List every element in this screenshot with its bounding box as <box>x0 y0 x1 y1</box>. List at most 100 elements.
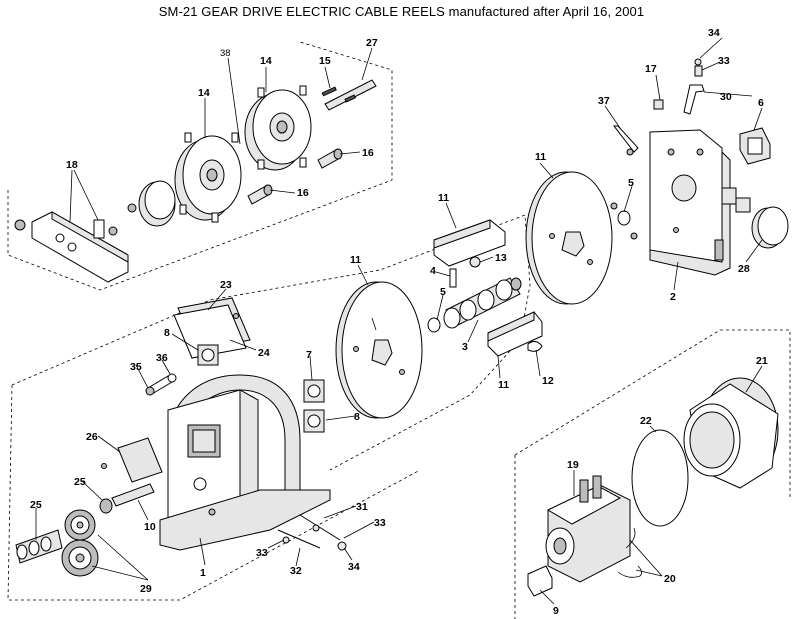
callout-25-lower: 25 <box>30 499 42 511</box>
callout-15: 15 <box>319 55 331 67</box>
part-26-cover <box>101 437 163 483</box>
part-9-bracket <box>527 565 553 597</box>
callout-18: 18 <box>66 159 78 171</box>
diagram-title: SM-21 GEAR DRIVE ELECTRIC CABLE REELS ma… <box>158 4 645 19</box>
callout-11-brush-lower: 11 <box>498 379 509 391</box>
callout-23: 23 <box>220 279 232 291</box>
part-11-disk-right <box>525 171 638 305</box>
callout-26: 26 <box>86 431 98 443</box>
part-4-pin <box>449 268 457 288</box>
part-16-bolt-lower <box>247 184 273 205</box>
part-3-slip-ring-assembly <box>443 277 522 329</box>
part-27-shaft <box>324 79 377 111</box>
callout-5-left: 5 <box>440 286 446 298</box>
callout-12: 12 <box>542 375 554 387</box>
part-30-lever <box>683 84 705 115</box>
part-33-fitting-top <box>694 65 703 77</box>
group-outline-top-left <box>7 41 393 291</box>
callout-31: 31 <box>356 501 368 513</box>
part-32-rod <box>277 529 321 549</box>
callout-11-right-disk: 11 <box>535 151 546 163</box>
callout-30: 30 <box>720 91 732 103</box>
callout-3: 3 <box>462 341 468 353</box>
callout-33-right: 33 <box>374 517 386 529</box>
callout-labels: 18 14 38 14 15 27 16 16 11 11 11 4 13 5 … <box>30 27 768 617</box>
callout-19: 19 <box>567 459 579 471</box>
part-25-bearing-stack <box>15 529 63 564</box>
part-14-flange-left <box>174 132 242 223</box>
part-33-nut-a <box>312 524 320 532</box>
part-24-cover-plate <box>173 304 247 359</box>
part-29-gear-upper <box>64 509 96 541</box>
part-29-gear-lower <box>61 539 99 577</box>
callout-35: 35 <box>130 361 142 373</box>
callout-24: 24 <box>258 347 270 359</box>
part-11-brush-upper <box>433 219 506 267</box>
callout-16-upper: 16 <box>362 147 374 159</box>
part-22-ring <box>631 429 689 527</box>
part-20-clip-a <box>625 527 636 549</box>
part-13-nut <box>469 256 481 268</box>
callout-11-brush-upper: 11 <box>438 192 449 204</box>
callout-14-right: 14 <box>260 55 272 67</box>
part-11-disk-left <box>335 281 423 419</box>
callout-8-left: 8 <box>164 327 170 339</box>
part-34-cap-top <box>694 58 702 66</box>
part-15-pin <box>321 86 357 103</box>
leader-lines <box>35 37 763 605</box>
part-5-ring-left <box>427 317 441 333</box>
callout-34-bottom: 34 <box>348 561 360 573</box>
callout-34-top: 34 <box>708 27 720 39</box>
callout-8-right: 8 <box>354 411 360 423</box>
callout-33-top: 33 <box>718 55 730 67</box>
callout-38: 38 <box>220 48 231 59</box>
part-31-rod <box>299 514 341 541</box>
callout-10: 10 <box>144 521 156 533</box>
callout-14-left: 14 <box>198 87 210 99</box>
callout-21: 21 <box>756 355 768 367</box>
part-8-plate-left <box>197 344 219 366</box>
callout-2: 2 <box>670 291 676 303</box>
part-6-plate <box>739 127 771 165</box>
part-14-hub-small <box>127 180 176 227</box>
part-12-clip <box>527 340 543 352</box>
part-1-main-frame <box>159 374 331 551</box>
part-16-bolt-upper <box>317 148 343 169</box>
part-36-washer <box>167 373 177 383</box>
group-outline-right <box>514 329 791 500</box>
callout-4: 4 <box>430 265 436 277</box>
part-37-bracket <box>612 125 639 156</box>
part-33-nut-b <box>282 536 290 544</box>
part-14-flange-right <box>244 85 312 171</box>
callout-1: 1 <box>200 567 206 579</box>
callout-33-left: 33 <box>256 547 268 559</box>
callout-28: 28 <box>738 263 750 275</box>
callout-9: 9 <box>553 605 559 617</box>
callout-6: 6 <box>758 97 764 109</box>
part-8-plate-right <box>303 409 325 433</box>
part-21-drum <box>683 377 779 489</box>
part-11-brush-lower <box>487 311 543 357</box>
part-7-plate <box>303 379 325 403</box>
part-2-gear-housing <box>649 129 737 276</box>
callout-27: 27 <box>366 37 378 49</box>
part-5-ring-right <box>617 210 631 226</box>
part-18-bracket <box>14 211 129 283</box>
callout-32: 32 <box>290 565 302 577</box>
callout-17: 17 <box>645 63 657 75</box>
part-10-shaft <box>99 483 155 514</box>
callout-7: 7 <box>306 349 312 361</box>
callout-16-lower: 16 <box>297 187 309 199</box>
callout-25-upper: 25 <box>74 476 86 488</box>
callout-13: 13 <box>495 252 507 264</box>
callout-37: 37 <box>598 95 610 107</box>
part-28-cover <box>735 197 789 249</box>
callout-22: 22 <box>640 415 652 427</box>
callout-20: 20 <box>664 573 676 585</box>
part-17-fitting <box>653 99 664 110</box>
part-20-clip-b <box>617 565 642 578</box>
part-19-motor <box>545 475 631 583</box>
callout-11-left-disk: 11 <box>350 254 361 266</box>
callout-5-right: 5 <box>628 177 634 189</box>
